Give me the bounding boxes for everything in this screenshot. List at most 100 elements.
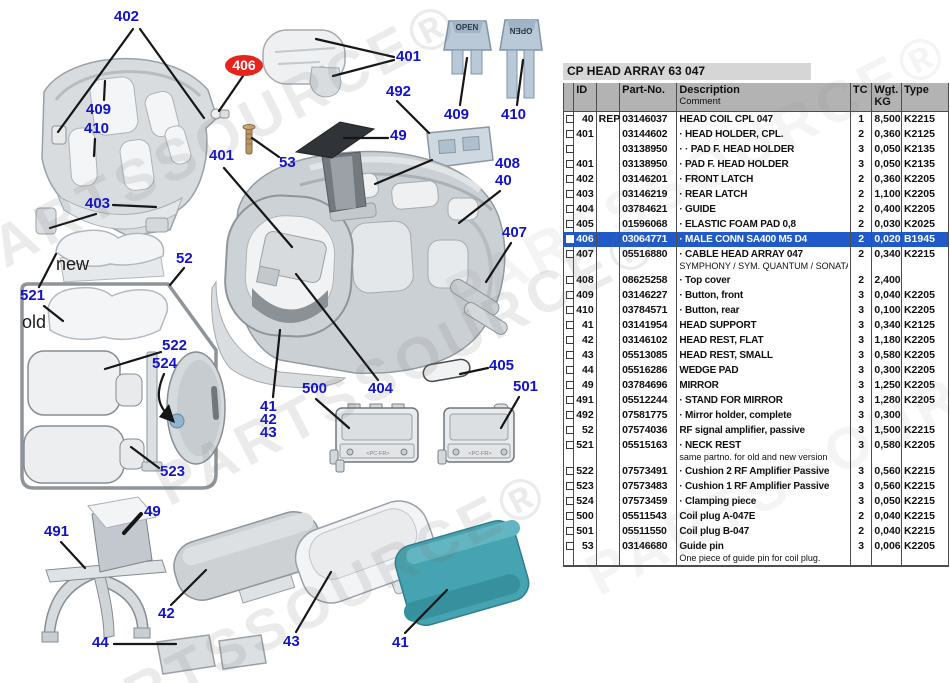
table-row[interactable]: 409 03146227 · Button, front 3 0,040 K22…: [562, 288, 950, 303]
row-checkbox[interactable]: [566, 115, 574, 123]
row-checkbox[interactable]: [566, 160, 574, 168]
table-row[interactable]: 406 03064771 · MALE CONN SA400 M5 D4 2 0…: [562, 232, 950, 247]
row-id: 405: [573, 217, 597, 232]
row-checkbox[interactable]: [566, 351, 574, 359]
table-row[interactable]: 44 05516286 WEDGE PAD 3 0,300 K2205: [562, 363, 950, 378]
row-checkbox[interactable]: [566, 190, 574, 198]
row-checkbox[interactable]: [566, 366, 574, 374]
table-row[interactable]: 523 07573483 · Cushion 1 RF Amplifier Pa…: [562, 479, 950, 494]
row-checkbox[interactable]: [566, 396, 574, 404]
callout-42-stack[interactable]: 42: [260, 411, 277, 428]
callout-410-button[interactable]: 410: [501, 106, 527, 123]
callout-521[interactable]: 521: [20, 287, 46, 304]
callout-49-mirror[interactable]: 49: [390, 127, 407, 144]
row-checkbox[interactable]: [566, 145, 574, 153]
row-checkbox[interactable]: [566, 336, 574, 344]
callout-522[interactable]: 522: [162, 337, 188, 354]
row-checkbox[interactable]: [566, 441, 574, 449]
row-type: K2125: [900, 318, 950, 333]
callout-42[interactable]: 42: [158, 605, 175, 622]
callout-404[interactable]: 404: [368, 380, 394, 397]
row-checkbox[interactable]: [566, 205, 574, 213]
row-checkbox[interactable]: [566, 542, 574, 550]
table-row[interactable]: 491 05512244 · STAND FOR MIRROR 3 1,280 …: [562, 393, 950, 408]
table-row[interactable]: 53 03146680 Guide pin One piece of guide…: [562, 539, 950, 566]
row-weight: 0,020: [871, 232, 902, 247]
table-row[interactable]: 43 05513085 HEAD REST, SMALL 3 0,580 K22…: [562, 348, 950, 363]
table-row[interactable]: 501 05511550 Coil plug B-047 2 0,040 K22…: [562, 524, 950, 539]
callout-41-stack[interactable]: 41: [260, 398, 277, 415]
callout-49-stand[interactable]: 49: [144, 503, 161, 520]
rf-amplifier-zone-drawing: [20, 282, 226, 490]
table-row[interactable]: 40 REP 03146037 HEAD COIL CPL 047 1 8,50…: [562, 111, 950, 127]
callout-407[interactable]: 407: [502, 224, 528, 241]
callout-406-highlighted[interactable]: 406: [225, 55, 263, 76]
row-checkbox[interactable]: [566, 426, 574, 434]
row-checkbox[interactable]: [566, 306, 574, 314]
row-checkbox[interactable]: [566, 467, 574, 475]
table-row[interactable]: 41 03141954 HEAD SUPPORT 3 0,340 K2125: [562, 318, 950, 333]
table-row[interactable]: 52 07574036 RF signal amplifier, passive…: [562, 423, 950, 438]
table-row[interactable]: 521 05515163 · NECK REST same partno. fo…: [562, 438, 950, 464]
callout-491[interactable]: 491: [44, 523, 70, 540]
table-row[interactable]: 522 07573491 · Cushion 2 RF Amplifier Pa…: [562, 464, 950, 479]
row-description: HEAD REST, SMALL: [676, 348, 851, 363]
table-row[interactable]: 49 03784696 MIRROR 3 1,250 K2205: [562, 378, 950, 393]
row-checkbox[interactable]: [566, 321, 574, 329]
row-checkbox[interactable]: [566, 291, 574, 299]
row-checkbox[interactable]: [566, 130, 574, 138]
callout-409-frame[interactable]: 409: [86, 101, 112, 118]
table-row[interactable]: 401 03138950 · PAD F. HEAD HOLDER 3 0,05…: [562, 157, 950, 172]
callout-43[interactable]: 43: [283, 633, 300, 650]
table-row[interactable]: 401 03144602 · HEAD HOLDER, CPL. 2 0,360…: [562, 127, 950, 142]
row-checkbox[interactable]: [566, 220, 574, 228]
callout-53[interactable]: 53: [279, 154, 296, 171]
callout-44[interactable]: 44: [92, 634, 109, 651]
row-checkbox[interactable]: [566, 276, 574, 284]
callout-402[interactable]: 402: [114, 8, 140, 25]
callout-500[interactable]: 500: [302, 380, 328, 397]
wedge-pads-drawing: [156, 634, 267, 675]
row-checkbox[interactable]: [566, 482, 574, 490]
table-row[interactable]: 500 05511543 Coil plug A-047E 2 0,040 K2…: [562, 509, 950, 524]
row-checkbox[interactable]: [566, 527, 574, 535]
callout-401-coil[interactable]: 401: [209, 147, 235, 164]
callout-523[interactable]: 523: [160, 463, 186, 480]
callout-501[interactable]: 501: [513, 378, 539, 395]
row-tc: 3: [849, 142, 873, 157]
row-id: 49: [573, 378, 597, 393]
table-row[interactable]: 492 07581775 · Mirror holder, complete 3…: [562, 408, 950, 423]
callout-408[interactable]: 408: [495, 155, 521, 172]
row-part-number: 07581775: [619, 408, 678, 423]
table-row[interactable]: 402 03146201 · FRONT LATCH 2 0,360 K2205: [562, 172, 950, 187]
table-row[interactable]: 403 03146219 · REAR LATCH 2 1,100 K2205: [562, 187, 950, 202]
row-checkbox[interactable]: [566, 250, 574, 258]
callout-41[interactable]: 41: [392, 634, 409, 651]
callout-524[interactable]: 524: [152, 355, 178, 372]
callout-409-button[interactable]: 409: [444, 106, 470, 123]
callout-43-stack[interactable]: 43: [260, 424, 277, 441]
callout-52[interactable]: 52: [176, 250, 193, 267]
callout-403[interactable]: 403: [85, 195, 111, 212]
callout-401-clip[interactable]: 401: [396, 48, 422, 65]
row-rep: [595, 348, 621, 363]
table-row[interactable]: 03138950 · · PAD F. HEAD HOLDER 3 0,050 …: [562, 142, 950, 157]
row-checkbox[interactable]: [566, 235, 574, 243]
row-checkbox[interactable]: [566, 175, 574, 183]
callout-492[interactable]: 492: [386, 83, 412, 100]
row-checkbox[interactable]: [566, 512, 574, 520]
row-checkbox[interactable]: [566, 411, 574, 419]
row-checkbox[interactable]: [566, 381, 574, 389]
row-checkbox[interactable]: [566, 497, 574, 505]
table-row[interactable]: 410 03784571 · Button, rear 3 0,100 K220…: [562, 303, 950, 318]
callout-40[interactable]: 40: [495, 172, 512, 189]
callout-405[interactable]: 405: [489, 357, 515, 374]
table-row[interactable]: 405 01596068 · ELASTIC FOAM PAD 0,8 2 0,…: [562, 217, 950, 232]
table-row[interactable]: 404 03784621 · GUIDE 2 0,400 K2205: [562, 202, 950, 217]
callout-410-frame[interactable]: 410: [84, 120, 110, 137]
table-row[interactable]: 407 05516880 · CABLE HEAD ARRAY 047 SYMP…: [562, 247, 950, 273]
table-row[interactable]: 42 03146102 HEAD REST, FLAT 3 1,180 K220…: [562, 333, 950, 348]
table-row[interactable]: 408 08625258 · Top cover 2 2,400: [562, 273, 950, 288]
row-rep: [595, 217, 621, 232]
table-row[interactable]: 524 07573459 · Clamping piece 3 0,050 K2…: [562, 494, 950, 509]
